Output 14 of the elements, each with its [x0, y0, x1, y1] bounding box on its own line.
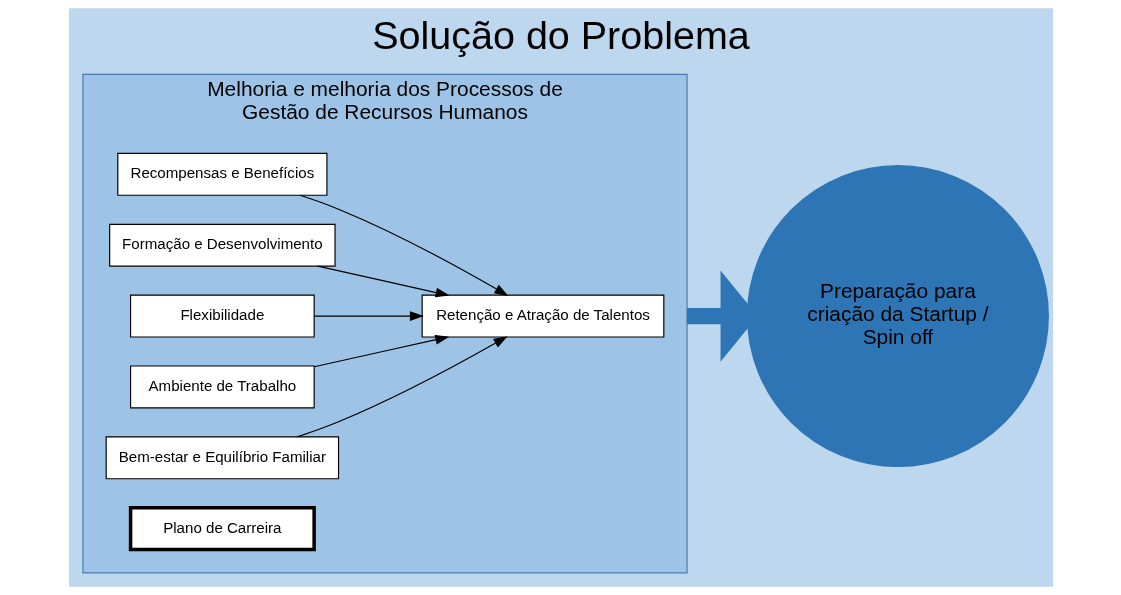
node-box: Plano de Carreira	[128, 506, 316, 552]
arrow	[313, 311, 424, 321]
arrow	[313, 334, 449, 368]
node-box: Ambiente de Trabalho	[129, 365, 315, 409]
node-box: Flexibilidade	[129, 294, 315, 338]
node-box: Retenção e Atração de Talentos	[421, 294, 664, 338]
arrow	[298, 194, 508, 296]
diagram-title: Solução do Problema	[371, 13, 750, 58]
node-box: Bem-estar e Equilíbrio Familiar	[105, 436, 339, 480]
node-circle: Preparação para criação da Startup / Spin off	[746, 165, 1049, 468]
node-box: Formação e Desenvolvimento	[108, 223, 336, 267]
arrow	[296, 336, 508, 438]
node-box: Recompensas e Benefícios	[116, 152, 327, 196]
arrow	[316, 265, 450, 298]
